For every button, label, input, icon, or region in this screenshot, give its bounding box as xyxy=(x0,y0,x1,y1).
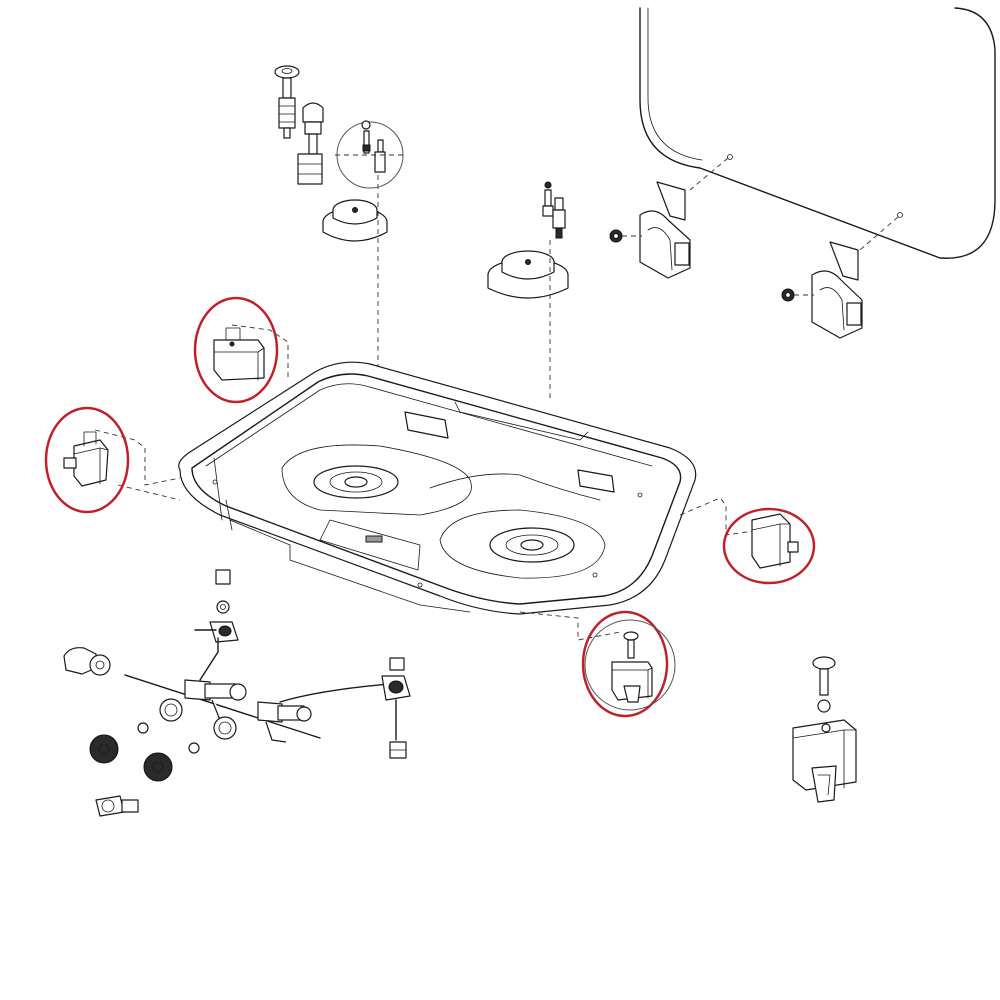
highlight-markers xyxy=(44,296,816,718)
glass-lid xyxy=(639,7,996,259)
hob-tray xyxy=(178,361,697,615)
highlight-circle-3 xyxy=(722,507,816,585)
foot-part-3 xyxy=(751,513,799,569)
foot-part-1 xyxy=(213,327,265,381)
lid-hinge-right xyxy=(781,216,899,339)
foot-part-2 xyxy=(63,431,109,487)
gas-pipe-assembly xyxy=(63,569,411,759)
burner-assembly-center xyxy=(487,181,569,400)
highlight-circle-1 xyxy=(193,296,279,404)
burner-assembly-left xyxy=(274,65,405,470)
lid-hinge-left xyxy=(609,157,729,279)
leader-lines xyxy=(94,324,761,641)
control-knobs xyxy=(89,698,237,817)
highlight-circle-4 xyxy=(581,610,669,718)
foot-detail-enlarged xyxy=(792,656,857,803)
detail-circle xyxy=(584,619,676,711)
highlight-circle-2 xyxy=(44,406,130,514)
foot-part-4 xyxy=(611,631,653,703)
